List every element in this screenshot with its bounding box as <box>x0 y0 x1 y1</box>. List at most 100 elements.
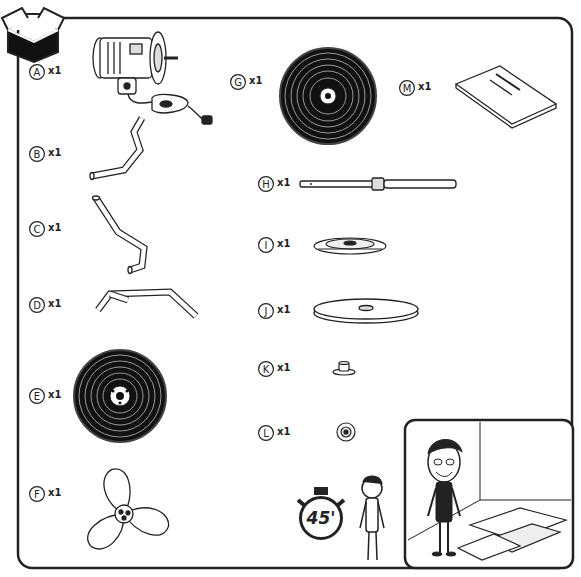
rear-guard-part <box>126 390 129 393</box>
manual-part <box>496 74 520 90</box>
circle-outline <box>259 304 274 319</box>
rear-guard-part <box>97 373 143 419</box>
part-letter: F <box>29 486 45 502</box>
circle-outline <box>259 426 274 441</box>
motor-head-part <box>164 57 178 60</box>
quantity-label: x1 <box>277 304 290 315</box>
knob <box>333 362 355 376</box>
quantity-label: x1 <box>277 426 290 437</box>
front-guard <box>280 48 376 144</box>
stopwatch-part <box>315 488 327 494</box>
stopwatch-part <box>298 500 304 505</box>
inset-scene-part <box>436 482 452 522</box>
rear-guard-part <box>112 390 115 393</box>
inset-scene <box>405 420 573 568</box>
base-plate-part <box>314 299 418 319</box>
quantity-label: x1 <box>48 147 61 158</box>
part-letter: H <box>258 176 274 192</box>
lower-tube-part <box>96 198 144 270</box>
part-letter-text: A <box>29 64 45 80</box>
nut-part <box>337 423 355 441</box>
part-letter: G <box>230 74 246 90</box>
inset-scene-part <box>434 459 442 465</box>
motor-head-part <box>107 42 108 74</box>
nut-part <box>341 427 351 437</box>
pole-part <box>310 183 312 184</box>
part-letter: J <box>258 303 274 319</box>
part-letter: A <box>29 64 45 80</box>
cartoon-person <box>360 476 384 560</box>
box-icon <box>2 8 64 62</box>
upper-tube <box>90 118 142 180</box>
rear-guard-part <box>85 361 155 431</box>
part-letter-text: C <box>29 221 45 237</box>
upper-tube-part <box>92 118 142 176</box>
inset-scene-part <box>480 500 571 501</box>
circle-outline <box>30 298 45 313</box>
circle-outline <box>30 487 45 502</box>
base-bar-part <box>110 294 128 300</box>
motor-head-part <box>150 32 166 84</box>
inset-scene-part <box>446 552 456 556</box>
quantity-label: x1 <box>48 65 61 76</box>
pole <box>300 178 456 190</box>
fan-blades-part <box>119 510 123 514</box>
front-guard-part <box>325 93 331 99</box>
base-bar <box>98 292 196 316</box>
base-cover-part <box>318 248 382 249</box>
cartoon-person-part <box>378 502 384 528</box>
part-letter-text: G <box>230 74 246 90</box>
cartoon-person-part <box>366 498 378 532</box>
quantity-label: x1 <box>48 487 61 498</box>
motor-head-part <box>124 83 130 89</box>
inset-scene-part <box>480 422 481 500</box>
box-icon-part <box>38 8 64 30</box>
part-letter-text: B <box>29 146 45 162</box>
inset-scene-part <box>428 439 462 454</box>
motor-head-part <box>152 95 188 113</box>
base-cover <box>314 238 386 254</box>
box-icon-part <box>8 30 58 62</box>
upper-tube-part <box>92 118 142 176</box>
manual-part <box>490 80 512 95</box>
box-icon-part <box>8 30 58 42</box>
part-letter-text: L <box>258 425 274 441</box>
pole-part <box>384 180 456 188</box>
part-letter-text: K <box>258 361 274 377</box>
upper-tube-part <box>90 173 94 180</box>
part-letter-text: E <box>29 388 45 404</box>
circle-outline <box>30 147 45 162</box>
part-letter-text: H <box>258 176 274 192</box>
lower-tube-part <box>93 196 100 200</box>
part-letter-text: I <box>258 237 274 253</box>
pole-part <box>372 178 384 190</box>
base-bar-part <box>98 292 196 316</box>
lower-tube <box>93 196 145 274</box>
part-letter: B <box>29 146 45 162</box>
part-letter-text: M <box>399 80 415 96</box>
manual <box>456 66 556 128</box>
motor-head <box>93 32 212 124</box>
inset-scene-part <box>458 534 520 560</box>
rear-guard-part <box>116 392 124 400</box>
rear-guard-part <box>110 386 130 406</box>
time-text: 45' <box>299 496 343 540</box>
circle-outline <box>30 389 45 404</box>
motor-head-part <box>128 94 152 103</box>
motor-head-part <box>130 44 142 54</box>
base-plate <box>314 299 418 323</box>
circle-outline <box>231 75 246 90</box>
circle-outline <box>259 362 274 377</box>
part-letter: I <box>258 237 274 253</box>
stopwatch-dial: 45' <box>299 496 343 540</box>
lower-tube-part <box>128 267 132 274</box>
rear-guard-part <box>119 402 122 405</box>
inset-scene-part <box>439 522 441 552</box>
front-guard-part <box>285 53 371 139</box>
quantity-label: x1 <box>48 298 61 309</box>
base-cover-part <box>314 238 386 254</box>
part-letter: K <box>258 361 274 377</box>
inset-scene-part <box>428 488 436 516</box>
